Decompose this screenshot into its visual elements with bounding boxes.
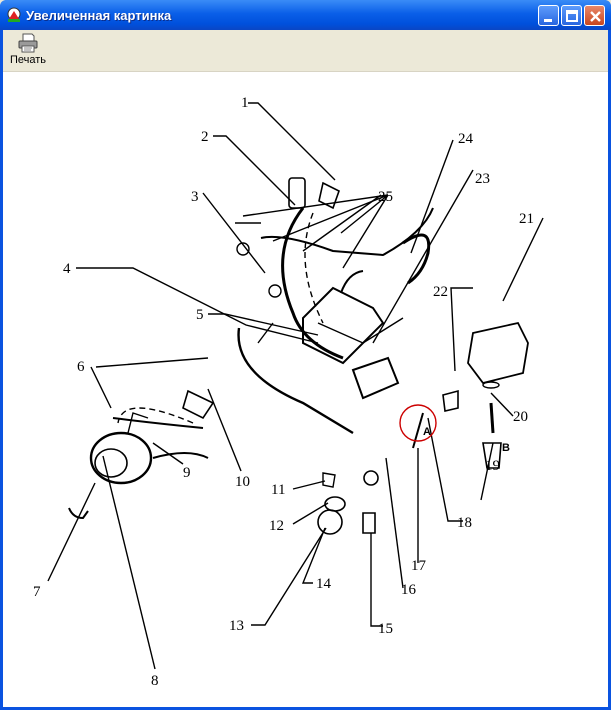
title-bar[interactable]: Увеличенная картинка (0, 0, 611, 30)
close-icon (590, 11, 601, 22)
callout-5: 5 (196, 307, 204, 323)
marker-b: B (502, 442, 510, 454)
callout-20: 20 (513, 409, 528, 425)
callout-2: 2 (201, 129, 209, 145)
callout-10: 10 (235, 474, 250, 490)
minimize-icon (544, 19, 552, 22)
toolbar: Печать (3, 30, 608, 72)
callout-15: 15 (378, 621, 393, 637)
print-label: Печать (9, 54, 47, 66)
callout-16: 16 (401, 582, 417, 598)
maximize-icon (566, 10, 578, 22)
close-button[interactable] (584, 5, 605, 26)
client-area: Печать (3, 30, 608, 707)
callout-7: 7 (33, 584, 41, 600)
callout-21: 21 (519, 211, 534, 227)
callout-19: 19 (485, 458, 500, 474)
callout-8: 8 (151, 673, 159, 689)
callout-22: 22 (433, 284, 448, 300)
callout-13: 13 (229, 618, 244, 634)
print-button[interactable]: Печать (6, 33, 50, 71)
printer-icon (18, 33, 38, 53)
callout-23: 23 (475, 171, 490, 187)
callout-3: 3 (191, 189, 199, 205)
callout-11: 11 (271, 482, 285, 498)
callout-17: 17 (411, 558, 427, 574)
callout-24: 24 (458, 131, 474, 147)
window-title: Увеличенная картинка (26, 8, 172, 23)
callout-4: 4 (63, 261, 71, 277)
minimize-button[interactable] (538, 5, 559, 26)
callout-labels: 1 2 3 4 5 6 7 8 9 10 11 12 13 14 15 16 1 (33, 95, 534, 689)
callout-12: 12 (269, 518, 284, 534)
marker-a: A (423, 426, 431, 438)
callout-18: 18 (457, 515, 472, 531)
callout-25: 25 (378, 189, 393, 205)
callout-9: 9 (183, 465, 191, 481)
callout-14: 14 (316, 576, 332, 592)
callout-1: 1 (241, 95, 249, 111)
diagram-canvas: 1 2 3 4 5 6 7 8 9 10 11 12 13 14 15 16 1 (3, 73, 608, 707)
app-icon (7, 7, 21, 22)
fuel-system-diagram: 1 2 3 4 5 6 7 8 9 10 11 12 13 14 15 16 1 (33, 95, 544, 689)
maximize-button[interactable] (561, 5, 582, 26)
callout-6: 6 (77, 359, 85, 375)
